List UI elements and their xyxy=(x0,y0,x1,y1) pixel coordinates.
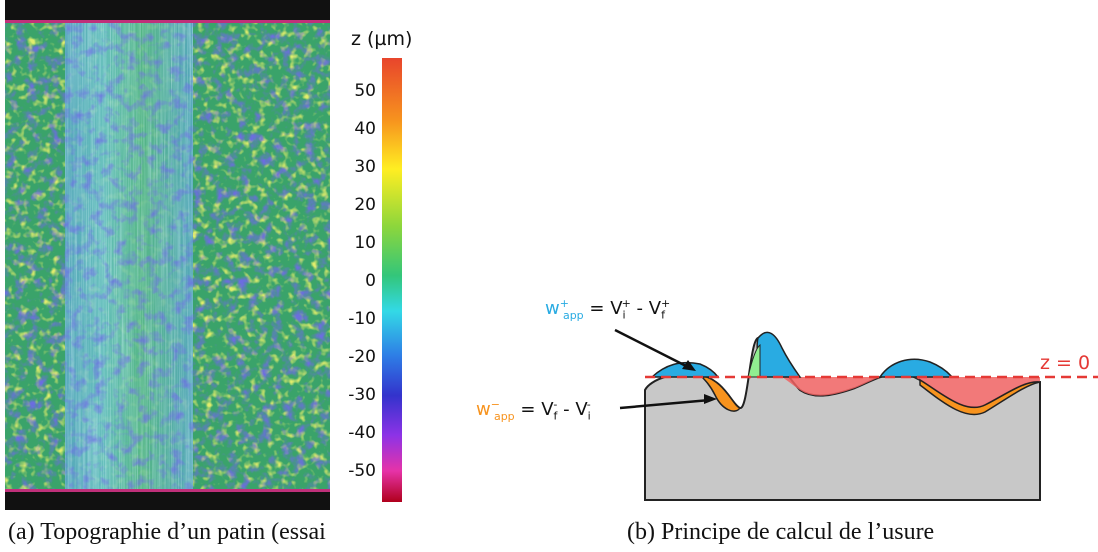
caption-a: (a) Topographie d’un patin (essai xyxy=(8,519,326,545)
colorbar-tick: -50 xyxy=(348,461,376,481)
substrate xyxy=(644,337,1041,501)
colorbar-tick: -30 xyxy=(348,385,376,405)
colorbar xyxy=(382,58,402,502)
equation-plus: w+app = Vi+ - Vf+ xyxy=(545,297,671,322)
caption-b: (b) Principe de calcul de l’usure xyxy=(627,519,935,545)
arrow-minus xyxy=(619,398,711,410)
colorbar-tick: -10 xyxy=(348,309,376,329)
wear-plus-2 xyxy=(756,331,802,378)
arrow-plus xyxy=(614,328,691,370)
topography-map xyxy=(5,0,330,510)
reference-region xyxy=(645,373,1040,408)
colorbar-tick: -20 xyxy=(348,347,376,367)
wear-plus-3 xyxy=(878,358,954,378)
topography-image xyxy=(5,0,330,510)
colorbar-tick: 40 xyxy=(354,119,376,139)
colorbar-tick: 30 xyxy=(354,157,376,177)
wear-minus-2 xyxy=(919,378,1041,416)
zero-label: z = 0 xyxy=(1040,352,1091,374)
colorbar-tick: -40 xyxy=(348,423,376,443)
colorbar-tick: 0 xyxy=(365,271,376,291)
colorbar-tick: 10 xyxy=(354,233,376,253)
wear-schematic xyxy=(614,328,1098,501)
colorbar-title: z (µm) xyxy=(351,28,413,50)
wear-plus xyxy=(650,361,720,378)
wear-minus xyxy=(697,373,742,412)
colorbar-tick: 50 xyxy=(354,81,376,101)
equation-minus: w−app = Vf- - Vi- xyxy=(476,398,591,423)
colorbar-tick: 20 xyxy=(354,195,376,215)
deposit xyxy=(747,343,761,378)
